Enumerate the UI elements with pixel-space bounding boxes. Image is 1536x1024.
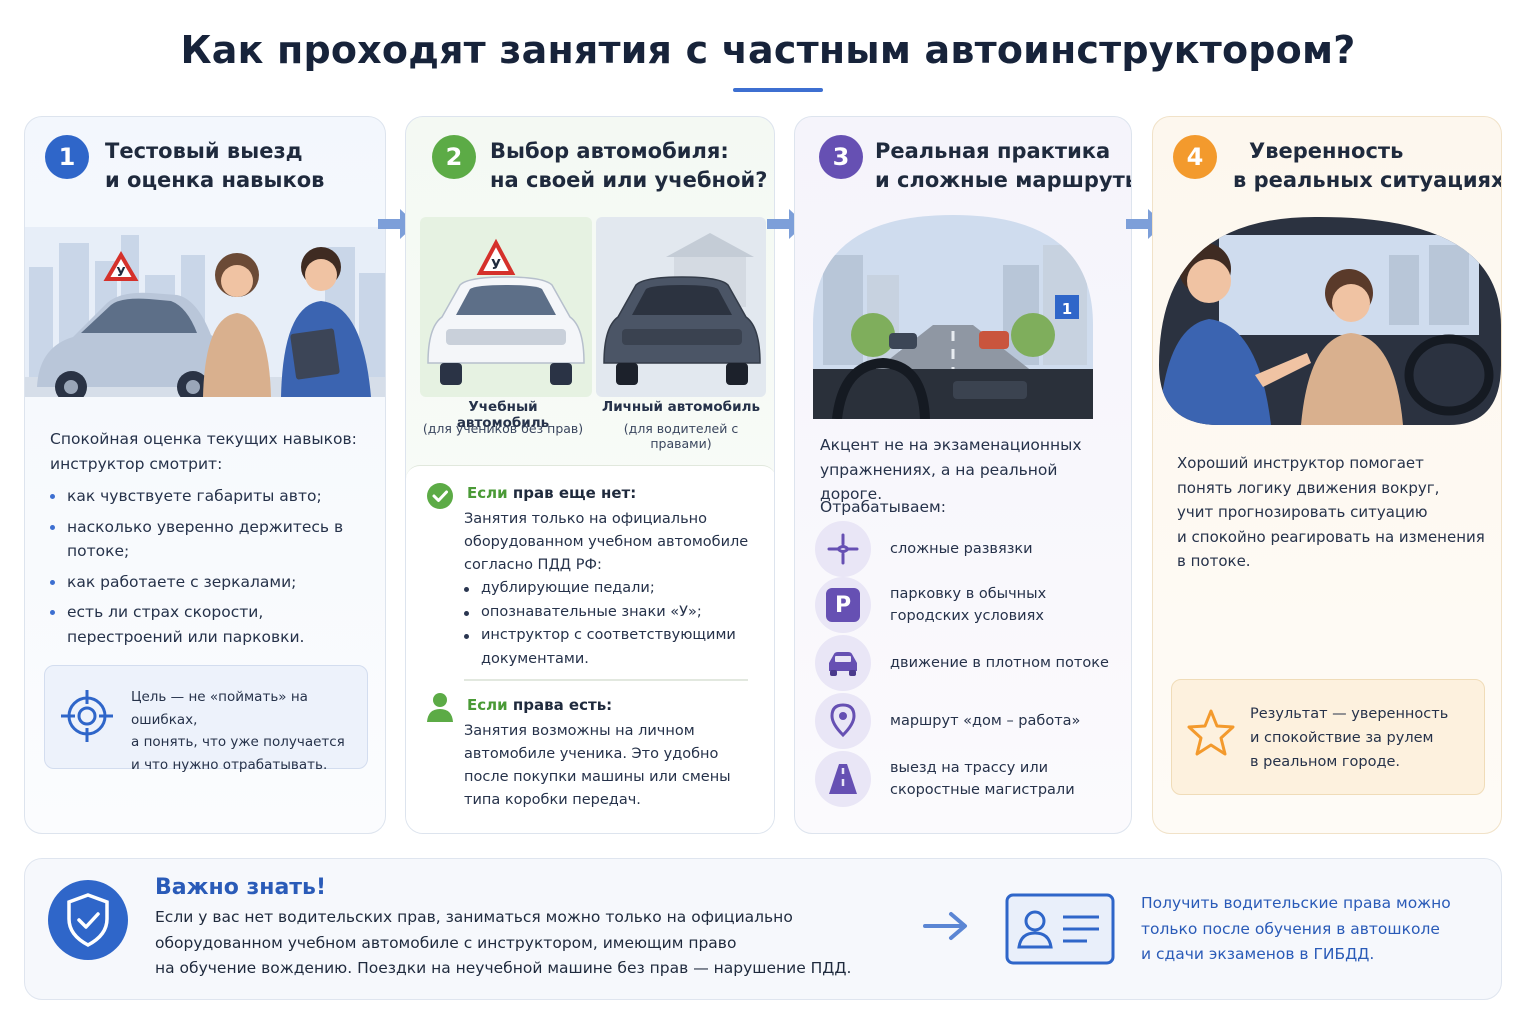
target-icon <box>61 690 113 742</box>
list-item: есть ли страх скорости, перестроений или… <box>50 600 340 649</box>
list-item: как чувствуете габариты авто; <box>50 484 380 509</box>
list-item: как работаете с зеркалами; <box>50 570 380 595</box>
list-item: насколько уверенно держитесь в потоке; <box>50 515 380 564</box>
list-item: опознавательные знаки «У»; <box>464 601 764 625</box>
page-title: Как проходят занятия с частным автоинстр… <box>180 28 1356 72</box>
license-heading: Если права есть: <box>467 696 613 714</box>
no-license-heading: Если прав еще нет: <box>467 484 637 502</box>
step-title: Уверенность в реальных ситуациях <box>1233 139 1502 192</box>
practice-item: выезд на трассу или скоростные магистрал… <box>815 751 1125 807</box>
step-4-description: Хороший инструктор помогает понять логик… <box>1177 454 1485 570</box>
training-car-illustration: У <box>420 217 592 397</box>
list-item: дублирующие педали; <box>464 577 764 601</box>
important-title: Важно знать! <box>155 875 327 900</box>
license-card-icon <box>1005 893 1115 965</box>
step-3-description: Акцент не на экзаменационных упражнениях… <box>820 436 1082 503</box>
requirements-list: дублирующие педали; опознавательные знак… <box>464 577 764 671</box>
step-1-description: Спокойная оценка текущих навыков: инстру… <box>50 427 380 649</box>
test-drive-illustration: У <box>25 227 385 397</box>
title-underline <box>733 88 823 92</box>
step-number-badge: 4 <box>1173 135 1217 179</box>
step-title: Реальная практика и сложные маршруты <box>875 139 1132 192</box>
goal-callout: Цель — не «поймать» на ошибках, а понять… <box>44 665 368 773</box>
divider <box>464 679 748 681</box>
parking-icon: P <box>815 577 871 633</box>
step-card-1: 1 Тестовый выезд и оценка навыков У Спок… <box>24 116 386 834</box>
personal-car-illustration <box>596 217 766 397</box>
svg-text:1: 1 <box>1062 300 1072 318</box>
shield-check-icon <box>48 880 128 960</box>
step-number-badge: 1 <box>45 135 89 179</box>
skills-list: как чувствуете габариты авто; насколько … <box>50 484 380 649</box>
practice-item: P парковку в обычных городских условиях <box>815 577 1125 633</box>
result-callout: Результат — уверенность и спокойствие за… <box>1171 679 1485 795</box>
rules-panel: Если прав еще нет: Занятия только на офи… <box>406 465 774 833</box>
list-item: инструктор с соответствующими документам… <box>464 624 754 671</box>
check-circle-icon <box>427 483 453 509</box>
step-title: Тестовый выезд и оценка навыков <box>105 139 325 192</box>
practice-item: движение в плотном потоке <box>815 635 1125 691</box>
driving-lesson-illustration <box>1159 216 1501 425</box>
star-icon <box>1187 709 1235 756</box>
highway-icon <box>815 751 871 807</box>
practice-item: сложные развязки <box>815 521 1125 577</box>
svg-text:У: У <box>116 265 125 279</box>
location-pin-icon <box>815 693 871 749</box>
step-number-badge: 2 <box>432 135 476 179</box>
step-card-2: 2 Выбор автомобиля: на своей или учебной… <box>405 116 775 834</box>
personal-car-label: Личный автомобиль <box>601 399 760 415</box>
license-text: Занятия возможны на личном автомобиле уч… <box>464 723 731 808</box>
svg-text:У: У <box>491 258 501 273</box>
goal-text: Цель — не «поймать» на ошибках, а понять… <box>131 689 345 773</box>
result-text: Результат — уверенность и спокойствие за… <box>1250 706 1449 770</box>
practice-heading: Отрабатываем: <box>820 498 946 516</box>
important-banner: Важно знать! Если у вас нет водительских… <box>24 858 1502 1000</box>
interchange-icon <box>815 521 871 577</box>
user-icon <box>427 693 453 722</box>
city-road-illustration: 1 <box>813 215 1093 419</box>
important-text: Если у вас нет водительских прав, занима… <box>155 908 852 977</box>
license-note: Получить водительские права можно только… <box>1141 894 1451 963</box>
step-title: Выбор автомобиля: на своей или учебной? <box>490 139 768 192</box>
step-card-4: 4 Уверенность в реальных ситуациях Хорош… <box>1152 116 1502 834</box>
no-license-text: Занятия только на официально оборудованн… <box>464 508 764 671</box>
training-car-label: Учебный автомобиль <box>456 399 550 431</box>
arrow-right-icon <box>923 912 967 940</box>
personal-car-sub: (для водителей с правами) <box>623 421 739 451</box>
practice-item: маршрут «дом – работа» <box>815 693 1125 749</box>
car-icon <box>815 635 871 691</box>
training-car-sub: (для учеников без прав) <box>422 421 584 436</box>
step-card-3: 3 Реальная практика и сложные маршруты 1… <box>794 116 1132 834</box>
step-number-badge: 3 <box>819 135 863 179</box>
